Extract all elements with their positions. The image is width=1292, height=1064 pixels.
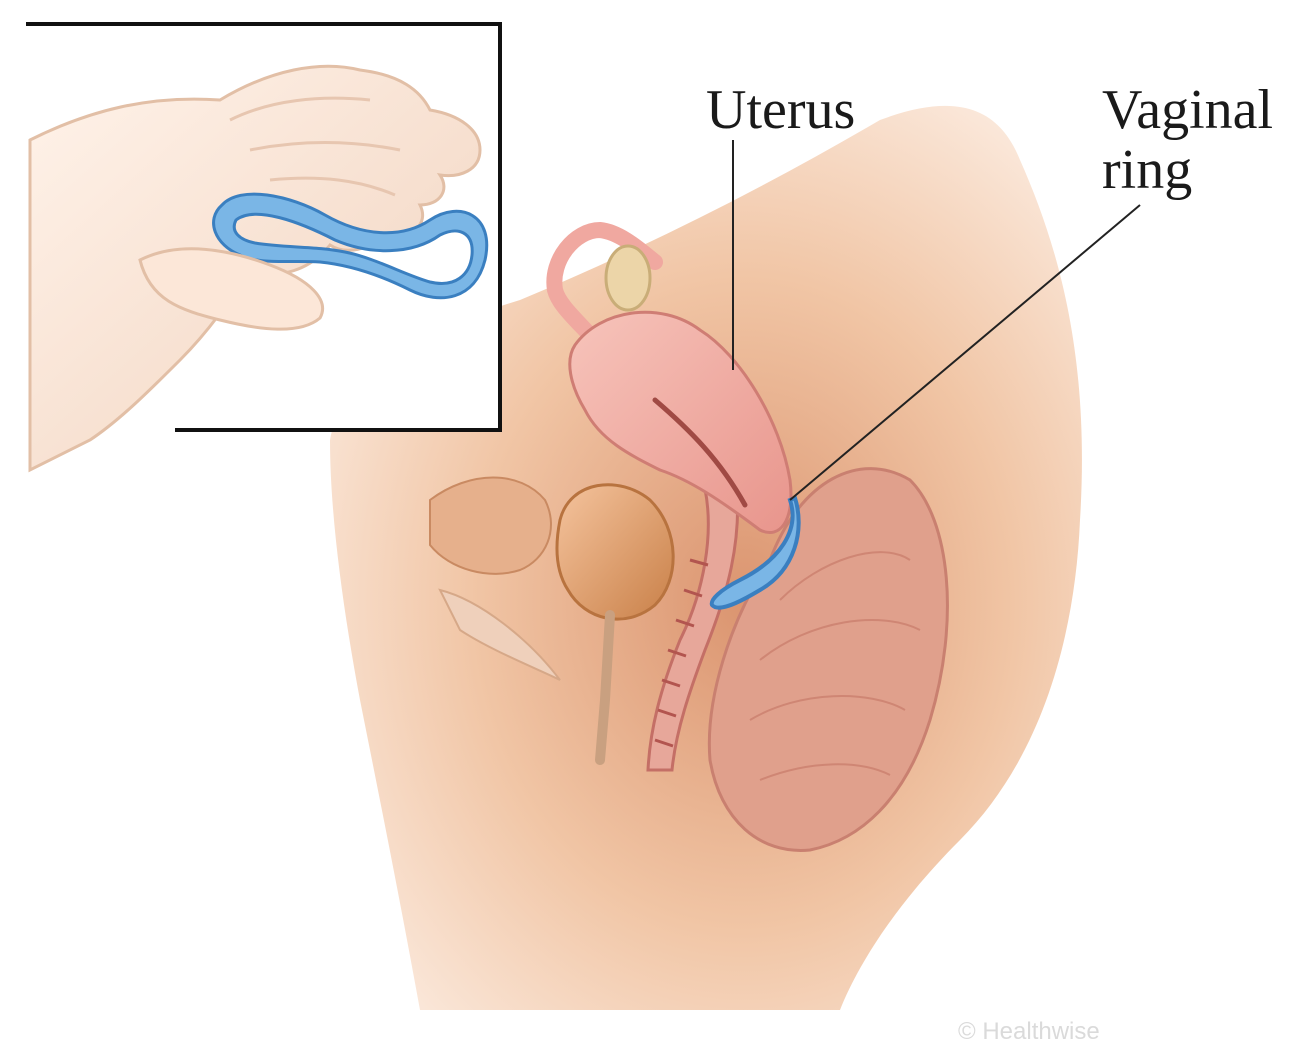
vaginal-canal (646, 468, 740, 772)
thigh-fold (438, 588, 561, 681)
vaginal-ring-label: Vaginal ring (1102, 79, 1274, 201)
urethra (595, 610, 615, 765)
ovary (604, 244, 652, 312)
vaginal-ring-in-place (709, 495, 801, 610)
vaginal-wall-texture (654, 558, 709, 748)
pubic-bone (429, 476, 552, 575)
finger-creases (229, 96, 401, 197)
watermark: © Healthwise (958, 1018, 1100, 1045)
bladder (555, 483, 675, 621)
inset-border (26, 22, 502, 432)
muscle-fibers (749, 551, 921, 781)
thumb (138, 247, 324, 331)
uterus-label: Uterus (706, 79, 856, 141)
inset-panel (26, 22, 502, 473)
uterine-cavity (652, 397, 748, 508)
fallopian-tube (546, 221, 663, 373)
ring-leader-line (789, 204, 1141, 501)
